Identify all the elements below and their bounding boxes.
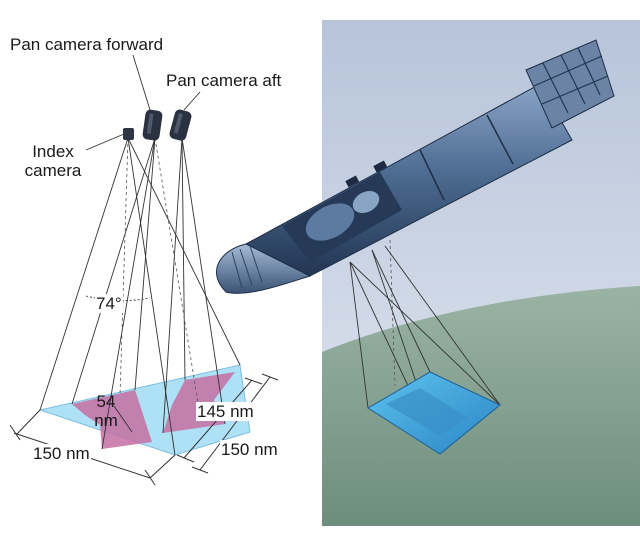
camera-view-lines [39, 137, 241, 456]
label-index-camera: Index camera [18, 142, 88, 180]
label-150-nm-bottom: 150 nm [32, 444, 91, 463]
pan-camera-forward [142, 109, 163, 141]
label-54-nm: 54 nm [88, 392, 124, 430]
pan-forward-swath [72, 390, 152, 449]
label-leaders [85, 54, 201, 433]
label-150-nm-right: 150 nm [220, 440, 279, 459]
label-54-unit: nm [94, 411, 118, 430]
footprint-hidden-lines [119, 137, 201, 416]
earth-footprint-swath [386, 388, 468, 436]
label-angle: 74° [95, 294, 123, 313]
pan-camera-aft [169, 109, 192, 141]
label-54-value: 54 [96, 392, 116, 411]
satellite-hidden-lines [389, 239, 396, 387]
label-index-line1: Index [32, 142, 74, 161]
index-camera [123, 128, 134, 140]
label-pan-camera-aft: Pan camera aft [166, 71, 282, 90]
label-index-line2: camera [24, 161, 82, 180]
satellite [216, 39, 615, 294]
label-145-nm: 145 nm [196, 402, 255, 421]
label-pan-camera-forward: Pan camera forward [10, 35, 164, 54]
